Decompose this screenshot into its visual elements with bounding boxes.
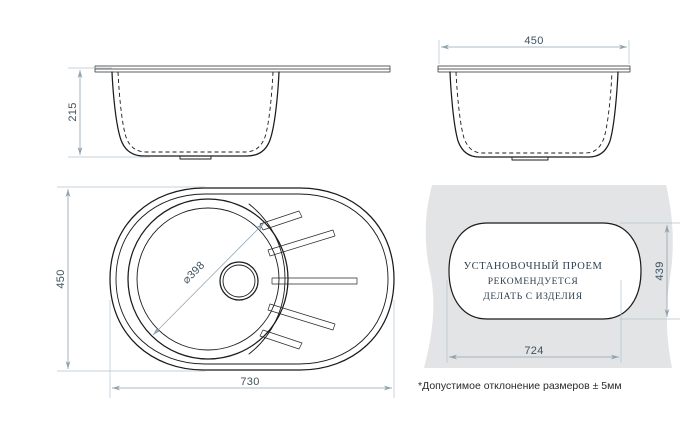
bowl-outer-wall [111,71,280,157]
view-countertop-cutout: УСТАНОВОЧНЫЙ ПРОЕМ РЕКОМЕНДУЕТСЯ ДЕЛАТЬ … [418,185,680,392]
dimension-label-439: 439 [654,261,666,280]
view-side-section: 450 [437,35,631,161]
dimension-plan-depth: 450 [55,186,205,372]
dimension-cutout-height: 439 [620,222,680,320]
dimension-label-730: 730 [240,376,259,388]
dimension-label-215: 215 [67,102,79,121]
dimension-section-height: 215 [67,67,150,158]
dimension-plan-width: 730 [109,300,395,398]
drainboard-boundary [248,203,286,355]
bowl-circle-outer [127,198,289,360]
bowl-base-drain-notch [179,155,212,160]
sink-rim-profile-side [437,65,631,73]
tolerance-footnote: *Допустимое отклонение размеров ± 5мм [418,380,622,392]
bowl-outer-wall-side [449,71,619,158]
dimension-cutout-width: 724 [446,280,622,363]
bowl-inner-wall-hidden [117,71,274,153]
sink-rim-profile [94,65,391,73]
dimension-label-450-side: 450 [524,35,543,47]
bowl-inner-wall-side-hidden [455,71,613,154]
view-front-section: 215 [67,65,391,160]
bowl-circle-inner [136,207,280,351]
cutout-note-line-1: УСТАНОВОЧНЫЙ ПРОЕМ [464,260,603,272]
cutout-note-line-3: ДЕЛАТЬ С ИЗДЕЛИЯ [483,292,582,302]
dimension-label-724: 724 [524,345,543,357]
sink-body-inner-rim [115,193,389,365]
cutout-note-line-2: РЕКОМЕНДУЕТСЯ [488,277,579,287]
sink-body-outline [109,187,395,371]
dimension-side-width: 450 [438,35,630,64]
dimension-label-450-plan: 450 [55,269,67,288]
cutout-opening [448,222,642,320]
bowl-base-drain-notch-side [511,156,549,161]
cutout-instruction-note: УСТАНОВОЧНЫЙ ПРОЕМ РЕКОМЕНДУЕТСЯ ДЕЛАТЬ … [464,260,603,302]
view-top-plan: ⌀398 450 730 [55,186,395,398]
